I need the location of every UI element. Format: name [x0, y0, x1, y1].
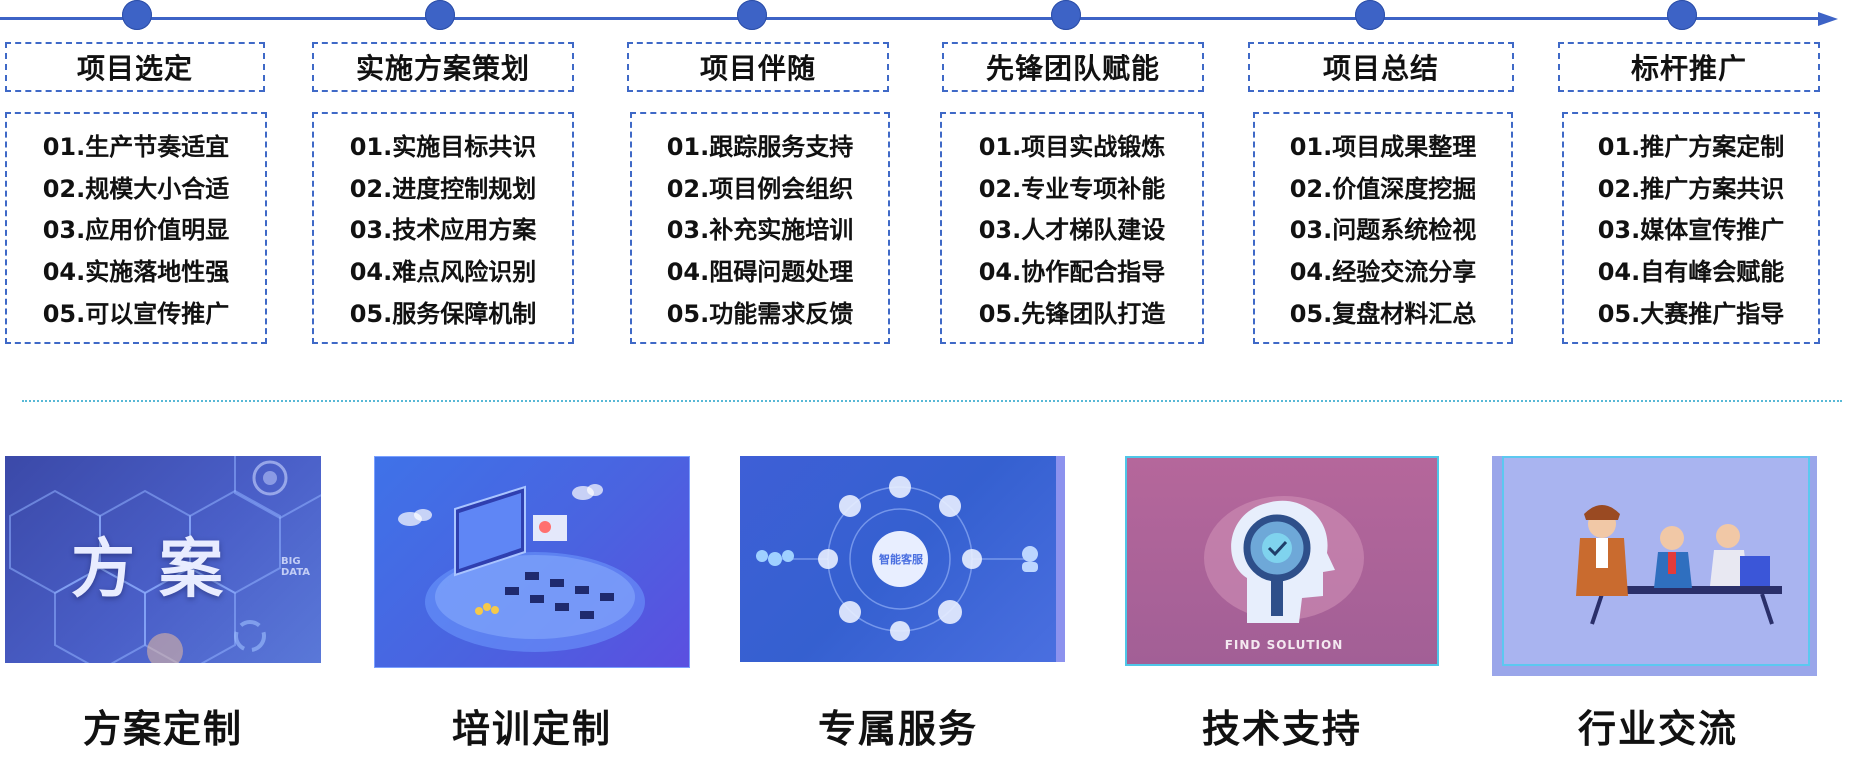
stage-item: 03.补充实施培训	[666, 216, 854, 245]
stage-item: 02.规模大小合适	[42, 174, 230, 203]
meeting-people-icon	[1576, 505, 1782, 625]
timeline-node	[122, 0, 152, 30]
section-separator	[22, 400, 1842, 402]
stage-list: 01.项目实战锻炼 02.专业专项补能 03.人才梯队建设 04.协作配合指导 …	[940, 112, 1204, 344]
stage-item: 04.难点风险识别	[349, 258, 537, 287]
stage-item: 03.人才梯队建设	[978, 216, 1166, 245]
stage-item: 05.功能需求反馈	[666, 300, 854, 329]
timeline-line	[0, 17, 1820, 20]
service-image-plan: 方案 BIG DATA	[5, 456, 321, 663]
timeline-node	[737, 0, 767, 30]
service-image-training	[374, 456, 690, 668]
stage-item: 05.服务保障机制	[349, 300, 537, 329]
service-image-industry	[1492, 456, 1817, 676]
plan-image-small-text: BIG DATA	[281, 556, 311, 578]
stage-item: 02.进度控制规划	[349, 174, 537, 203]
hexagon-pattern-icon	[9, 456, 321, 663]
stage-title: 项目选定	[5, 42, 265, 92]
stage-title: 项目总结	[1248, 42, 1514, 92]
stage-item: 02.专业专项补能	[978, 174, 1166, 203]
tech-image-text: FIND SOLUTION	[1224, 638, 1344, 652]
stage-item: 03.应用价值明显	[42, 216, 230, 245]
service-label: 技术支持	[1201, 707, 1362, 751]
stage-item: 03.问题系统检视	[1289, 216, 1477, 245]
dedicated-image-text: 智能客服	[879, 553, 923, 566]
stage-item: 02.推广方案共识	[1597, 174, 1785, 203]
stage-item: 01.实施目标共识	[349, 132, 537, 161]
timeline-arrow-icon	[1818, 12, 1838, 26]
stage-list: 01.跟踪服务支持 02.项目例会组织 03.补充实施培训 04.阻碍问题处理 …	[630, 112, 890, 344]
stage-item: 04.自有峰会赋能	[1597, 258, 1785, 287]
timeline-node	[1355, 0, 1385, 30]
service-label: 专属服务	[817, 707, 978, 751]
classroom-illustration-icon	[398, 484, 645, 652]
stage-item: 05.大赛推广指导	[1597, 300, 1785, 329]
timeline	[0, 0, 1849, 30]
timeline-node	[425, 0, 455, 30]
find-solution-icon	[1204, 496, 1364, 623]
stage-list: 01.生产节奏适宜 02.规模大小合适 03.应用价值明显 04.实施落地性强 …	[5, 112, 267, 344]
stage-title: 项目伴随	[627, 42, 889, 92]
stage-item: 01.推广方案定制	[1597, 132, 1785, 161]
smart-service-network-icon	[756, 476, 1038, 641]
stage-item: 02.价值深度挖掘	[1289, 174, 1477, 203]
stage-item: 01.生产节奏适宜	[42, 132, 230, 161]
stage-list: 01.实施目标共识 02.进度控制规划 03.技术应用方案 04.难点风险识别 …	[312, 112, 574, 344]
service-label: 行业交流	[1577, 707, 1738, 751]
stage-item: 04.经验交流分享	[1289, 258, 1477, 287]
stage-item: 01.跟踪服务支持	[666, 132, 854, 161]
service-label: 方案定制	[82, 707, 243, 751]
timeline-node	[1667, 0, 1697, 30]
stage-list: 01.项目成果整理 02.价值深度挖掘 03.问题系统检视 04.经验交流分享 …	[1253, 112, 1513, 344]
stage-item: 05.复盘材料汇总	[1289, 300, 1477, 329]
stage-item: 04.协作配合指导	[978, 258, 1166, 287]
service-label: 培训定制	[451, 707, 612, 751]
stage-list: 01.推广方案定制 02.推广方案共识 03.媒体宣传推广 04.自有峰会赋能 …	[1562, 112, 1820, 344]
stage-item: 01.项目实战锻炼	[978, 132, 1166, 161]
stage-item: 05.可以宣传推广	[42, 300, 230, 329]
stage-item: 02.项目例会组织	[666, 174, 854, 203]
service-image-dedicated: 智能客服	[740, 456, 1065, 662]
stage-title: 实施方案策划	[312, 42, 574, 92]
stage-item: 04.实施落地性强	[42, 258, 230, 287]
stage-item: 05.先锋团队打造	[978, 300, 1166, 329]
plan-image-text: 方案	[71, 533, 247, 607]
stage-title: 标杆推广	[1558, 42, 1820, 92]
service-image-tech: FIND SOLUTION	[1125, 456, 1439, 666]
stage-item: 04.阻碍问题处理	[666, 258, 854, 287]
stage-item: 03.媒体宣传推广	[1597, 216, 1785, 245]
stage-item: 01.项目成果整理	[1289, 132, 1477, 161]
timeline-node	[1051, 0, 1081, 30]
stage-item: 03.技术应用方案	[349, 216, 537, 245]
stage-title: 先锋团队赋能	[942, 42, 1204, 92]
